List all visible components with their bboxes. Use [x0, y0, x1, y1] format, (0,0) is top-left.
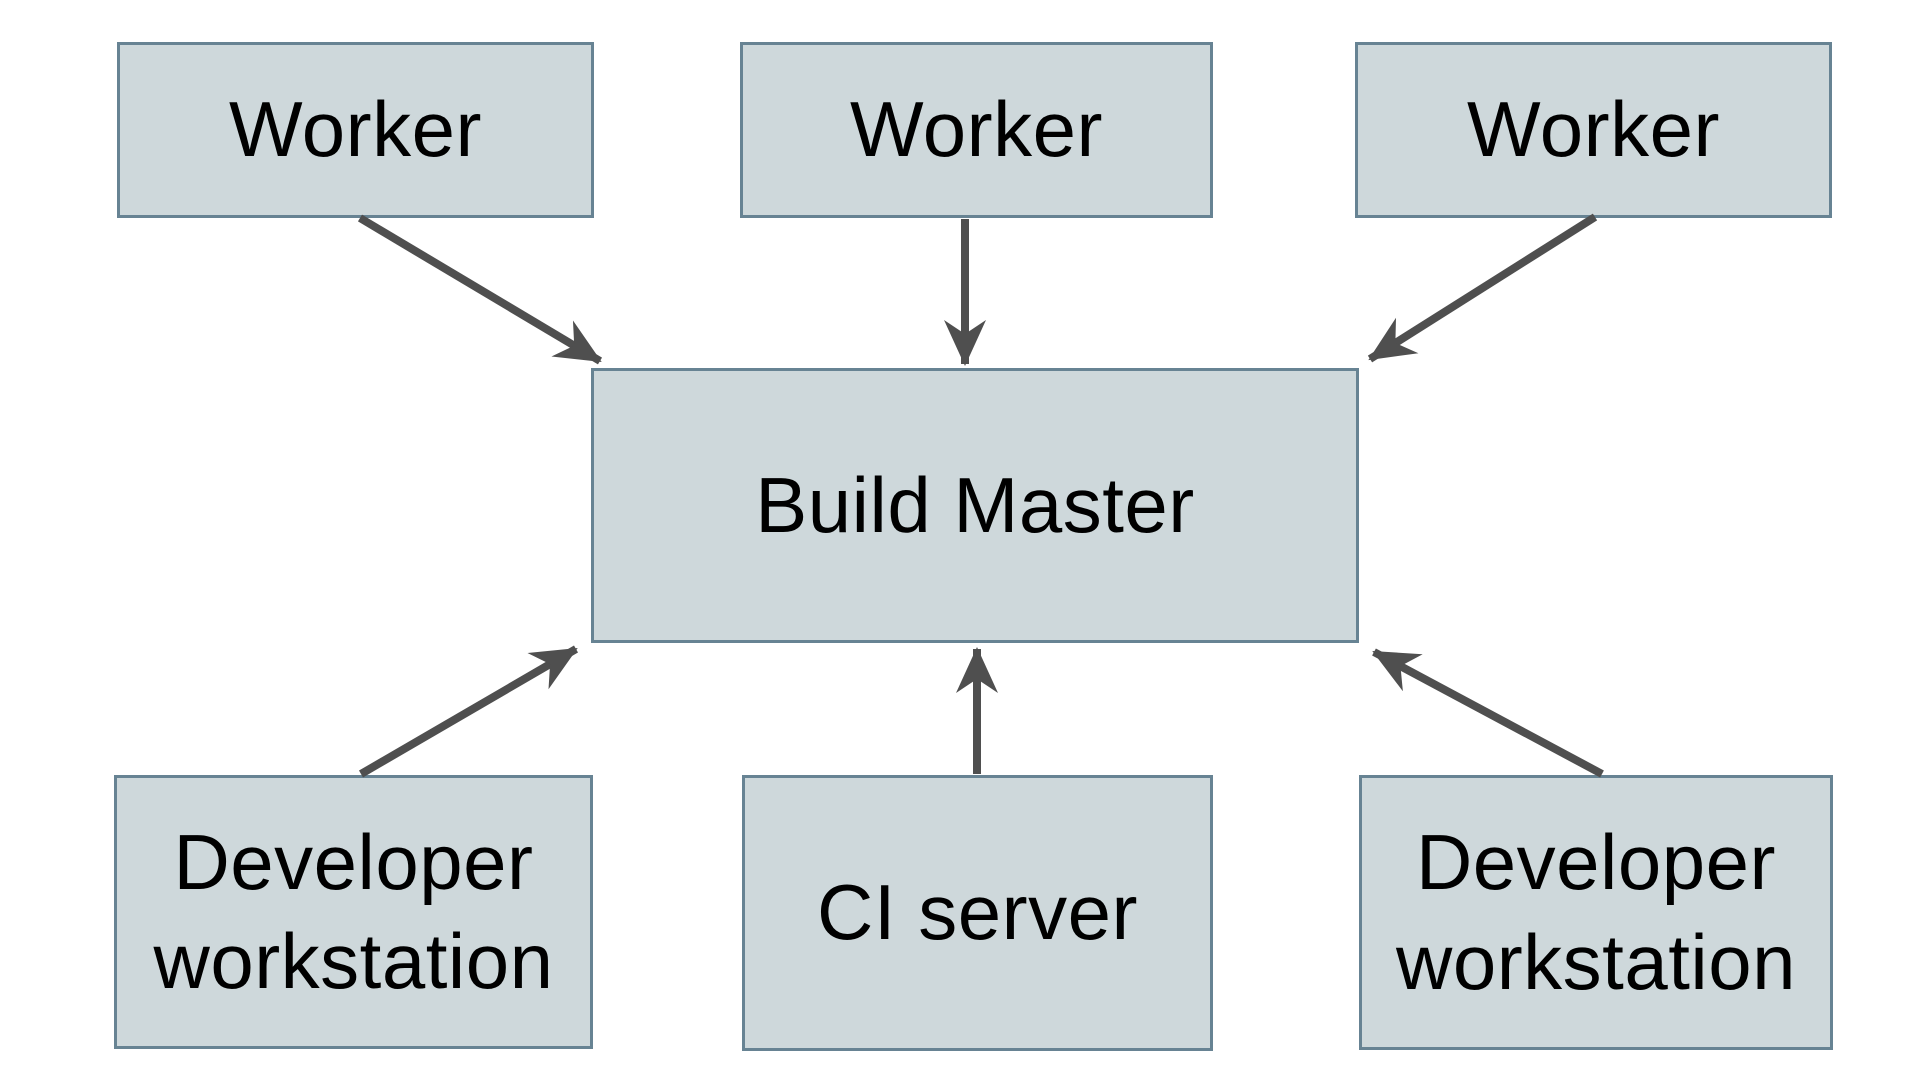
node-build-master: Build Master [591, 368, 1359, 643]
arrow-devright-to-buildmaster [1372, 648, 1604, 778]
node-ci-server-label: CI server [817, 868, 1138, 957]
node-developer-workstation-left-label: Developer workstation [153, 817, 554, 1005]
node-build-master-label: Build Master [755, 460, 1195, 549]
node-developer-workstation-right: Developer workstation [1359, 775, 1833, 1050]
node-worker-2-label: Worker [850, 85, 1103, 174]
node-developer-workstation-left: Developer workstation [114, 775, 593, 1049]
node-ci-server: CI server [742, 775, 1213, 1051]
node-worker-2: Worker [740, 42, 1213, 218]
node-worker-3-label: Worker [1467, 85, 1720, 174]
arrow-worker3-to-buildmaster [1367, 213, 1598, 363]
node-worker-3: Worker [1355, 42, 1832, 218]
node-worker-1-label: Worker [229, 85, 482, 174]
node-developer-workstation-right-label: Developer workstation [1396, 818, 1796, 1006]
node-worker-1: Worker [117, 42, 594, 218]
arrow-worker1-to-buildmaster [357, 214, 603, 365]
arrow-devleft-to-buildmaster [358, 645, 579, 778]
